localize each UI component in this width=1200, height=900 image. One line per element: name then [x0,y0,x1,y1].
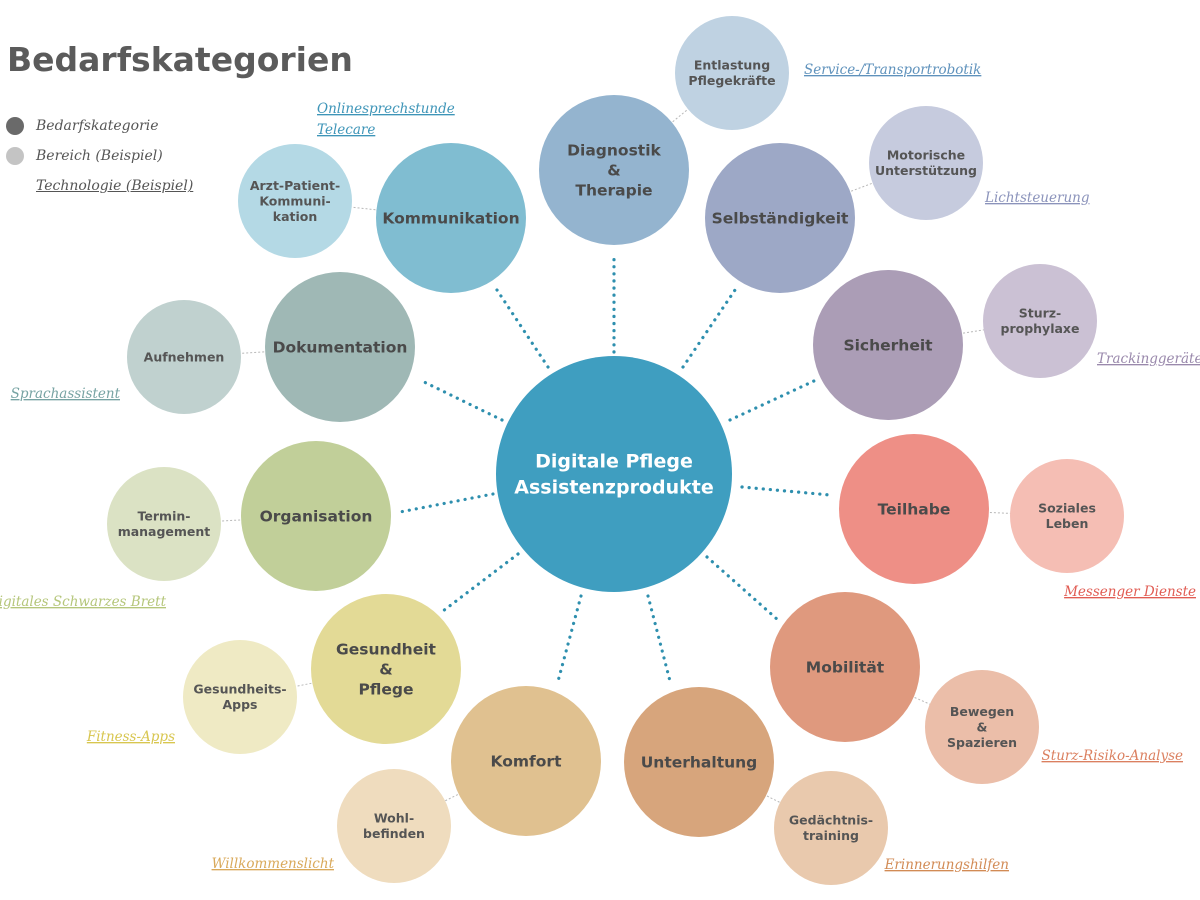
area-circle-diagnostik [675,16,789,130]
category-label-sicherheit: Sicherheit [843,336,933,354]
technology-label-dokumentation: Sprachassistent [11,386,121,402]
category-circle-unterhaltung [624,687,774,837]
category-gesundheit: Gesundheits-Apps Gesundheit&PflegeFitness… [86,594,461,754]
category-circle-mobilitaet [770,592,920,742]
legend-area-swatch [6,147,24,165]
area-label-mobilitaet: Bewegen&Spazieren [947,704,1017,750]
area-circle-unterhaltung [774,771,888,885]
category-unterhaltung: Gedächtnis-training UnterhaltungErinnerun… [624,687,1009,885]
connector-kommunikation [495,288,550,369]
area-label-sicherheit: Sturz-prophylaxe [1001,306,1080,337]
category-circle-diagnostik [539,95,689,245]
category-label-gesundheit: Gesundheit&Pflege [336,640,436,698]
legend-area-label: Bereich (Beispiel) [36,148,163,164]
category-mobilitaet: Bewegen&Spazieren MobilitätSturz-Risiko-A… [770,592,1183,784]
legend-technology: Technologie (Beispiel) [6,175,266,197]
connector-teilhabe [740,485,832,497]
category-label-dokumentation: Dokumentation [273,338,408,356]
connector-dokumentation [418,378,504,422]
category-circle-selbstaendigkeit [705,143,855,293]
technology-label-selbstaendigkeit: Lichtsteuerung [984,190,1090,206]
area-circle-dokumentation [127,300,241,414]
connector-organisation [398,492,495,514]
area-circle-komfort [337,769,451,883]
area-circle-organisation [107,467,221,581]
technology-label-mobilitaet: Sturz-Risiko-Analyse [1042,748,1183,764]
area-circle-sicherheit [983,264,1097,378]
page-title: Bedarfskategorien [7,40,353,79]
category-label-organisation: Organisation [260,507,373,525]
legend-category-label: Bedarfskategorie [36,118,159,134]
connector-gesundheit [441,552,520,613]
category-label-komfort: Komfort [491,752,563,770]
category-circle-kommunikation [376,143,526,293]
connector-unterhaltung [646,594,673,687]
connector-komfort [555,594,583,687]
area-label-gesundheit: Gesundheits-Apps [193,682,286,713]
area-circle-gesundheit [183,640,297,754]
category-label-diagnostik: Diagnostik&Therapie [567,141,661,199]
technology-label-gesundheit: Fitness-Apps [86,729,175,745]
technology-label-teilhabe: Messenger Dienste [1063,584,1196,600]
area-label-kommunikation: Arzt-Patient-Kommuni-kation [250,178,340,224]
area-label-unterhaltung: Gedächtnis-training [789,813,873,844]
area-label-dokumentation: Aufnehmen [144,349,225,364]
legend-category-swatch [6,117,24,135]
category-label-kommunikation: Kommunikation [382,209,519,227]
technology-label-unterhaltung: Erinnerungshilfen [884,857,1009,873]
category-label-teilhabe: Teilhabe [878,500,951,518]
area-label-komfort: Wohl-befinden [363,811,425,842]
technology-label-organisation: Digitales Schwarzes Brett [0,594,167,610]
area-circle-selbstaendigkeit [869,106,983,220]
category-label-selbstaendigkeit: Selbständigkeit [712,209,849,227]
area-label-organisation: Termin-management [118,509,211,540]
category-circle-teilhabe [839,434,989,584]
legend-area: Bereich (Beispiel) [6,145,266,167]
center-circle [496,356,732,592]
category-label-mobilitaet: Mobilität [806,658,885,676]
technology-label-diagnostik: Service-/Transportrobotik [804,62,981,78]
category-circle-sicherheit [813,270,963,420]
connector-mobilitaet [705,555,780,622]
connector-sicherheit [728,379,816,422]
category-circle-organisation [241,441,391,591]
technology-label-komfort: Willkommenslicht [212,856,335,872]
category-label-unterhaltung: Unterhaltung [641,753,758,771]
legend-technology-label: Technologie (Beispiel) [36,178,194,194]
area-circle-kommunikation [238,144,352,258]
category-circle-dokumentation [265,272,415,422]
category-circle-gesundheit [311,594,461,744]
connector-selbstaendigkeit [681,288,737,369]
area-circle-teilhabe [1010,459,1124,573]
category-circle-komfort [451,686,601,836]
technology-label-sicherheit: Trackinggeräte [1097,351,1200,367]
legend-category: Bedarfskategorie [6,115,266,137]
area-circle-mobilitaet [925,670,1039,784]
